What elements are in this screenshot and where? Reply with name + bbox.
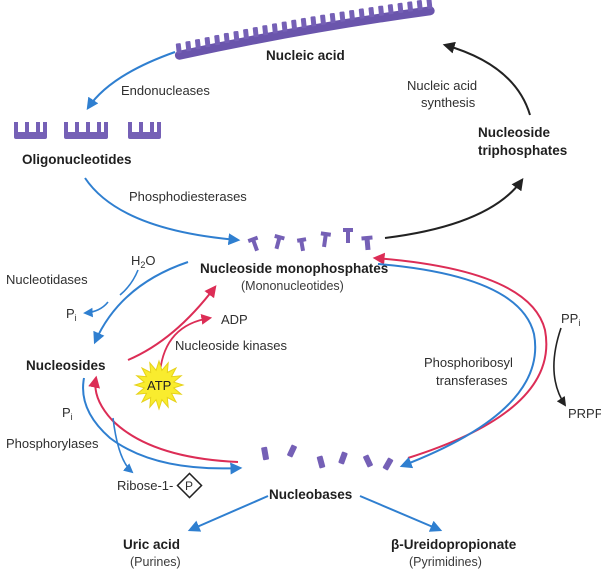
phosphorylases-label: Phosphorylases [6,436,99,451]
nucleoside-triphosphates-label-2: triphosphates [478,143,567,158]
nucleic-acid-strand-icon [174,0,435,60]
h2o-label: H2O [131,253,156,270]
nmp-to-triphosphates-arrow [384,178,524,239]
ureidopropionate-label: β-Ureidopropionate [391,537,517,552]
atp-starburst-icon [133,359,185,411]
ureidopropionate-arrow [359,495,443,532]
uric-acid-arrow [187,495,269,532]
nucleoside-triphosphates-label-1: Nucleoside [478,125,551,140]
atp-to-adp-arrow [159,313,213,373]
pi-top-label: Pi [66,306,77,323]
atp-label: ATP [147,378,171,393]
phosphodiesterases-label: Phosphodiesterases [129,189,247,204]
phosphate-diamond-icon [176,472,203,499]
ppi-prpp-arrow [553,327,567,407]
phosphoribosyl-label-1: Phosphoribosyl [424,355,513,370]
oligonucleotides-label: Oligonucleotides [22,152,132,167]
nucleic-acid-synthesis-label-2: synthesis [421,95,476,110]
nucleotidases-arrow [93,261,189,345]
nmp-label: Nucleoside monophosphates [200,261,388,276]
phosphate-diamond-label: P [185,479,193,493]
phosphoribosyl-blue-arrow [377,263,537,469]
nucleotidases-label: Nucleotidases [6,272,88,287]
ppi-label: PPi [561,311,580,328]
nucleosides-label: Nucleosides [26,358,106,373]
phosphorylase-red-arrow [88,375,239,463]
prpp-label: PRPP [568,406,601,421]
phosphodiesterases-arrow [84,177,241,246]
nucleoside-kinases-arrow [127,285,217,361]
endonucleases-arrow [86,51,176,110]
purines-label: (Purines) [130,555,181,569]
oligonucleotides-icon [14,122,161,139]
phosphoribosyl-red-arrow [372,252,548,459]
nucleic-acid-synthesis-label-1: Nucleic acid [407,78,477,93]
phosphorylase-blue-arrow [82,377,243,475]
pi-bottom-label: Pi [62,405,73,422]
mononucleotides-label: (Mononucleotides) [241,279,344,293]
nucleoside-kinases-label: Nucleoside kinases [175,338,288,353]
mononucleotides-icon [247,228,373,252]
pyrimidines-label: (Pyrimidines) [409,555,482,569]
nucleic-acid-label: Nucleic acid [266,48,345,63]
nucleic-acid-synthesis-arrow [442,41,531,116]
nucleobases-icon [261,444,394,471]
adp-label: ADP [221,312,248,327]
uric-acid-label: Uric acid [123,537,180,552]
ribose-1-label: Ribose-1- [117,478,173,493]
h2o-in-arrow [119,269,139,296]
pi-out-arrow [83,301,109,318]
ribose-1-p-arrow [112,417,134,474]
endonucleases-label: Endonucleases [121,83,210,98]
nucleobases-label: Nucleobases [269,487,352,502]
phosphoribosyl-label-2: transferases [436,373,508,388]
